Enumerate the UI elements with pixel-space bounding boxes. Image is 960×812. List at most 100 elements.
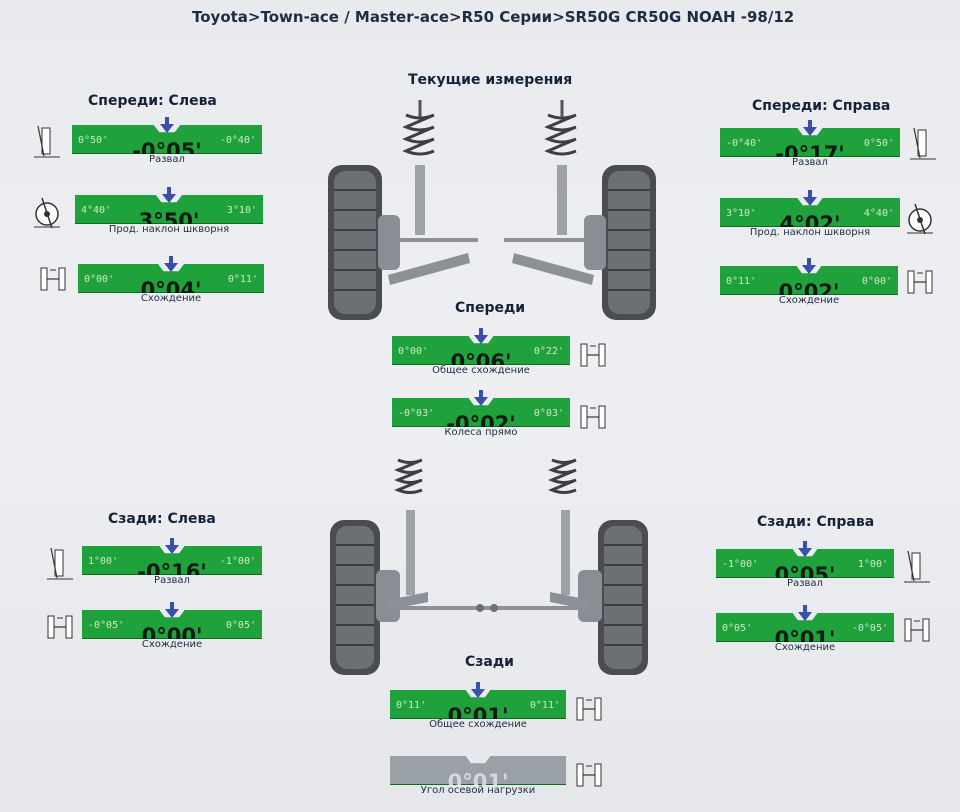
gauge-max: 0°11' [529, 700, 560, 711]
gauge-label: Прод. наклон шкворня [749, 227, 871, 238]
gauge-max: 0°11' [227, 274, 258, 285]
marker-arrow-icon [165, 538, 179, 554]
gauge-label: Развал [792, 157, 828, 168]
gauge-label: Развал [149, 154, 185, 165]
front-left-caster-gauge[interactable]: 4°40' 3°10' 3°50' Прод. наклон шкворня [75, 187, 263, 235]
rear-total-toe-gauge[interactable]: 0°11' 0°11' 0°01' Общее схождение [390, 682, 566, 730]
gauge-min: 0°00' [398, 346, 429, 357]
gauge-value: 0°00' [141, 624, 203, 648]
rear-left-camber-gauge[interactable]: 1°00' -1°00' -0°16' Развал [82, 538, 262, 586]
thrust-angle-gauge[interactable]: 0°01' Угол осевой нагрузки [390, 748, 566, 796]
toe-icon [578, 338, 608, 374]
gauge-label: Угол осевой нагрузки [420, 785, 536, 796]
front-right-camber-gauge[interactable]: -0°40' 0°50' -0°17' Развал [720, 120, 900, 168]
gauge-value: 0°01' [447, 704, 509, 728]
gauge-value: -0°17' [775, 142, 845, 166]
gauge-label: Общее схождение [432, 365, 530, 376]
gauge-value: 0°04' [140, 278, 202, 302]
rear-suspension-diagram [330, 458, 648, 675]
gauge-max: 0°05' [225, 620, 256, 631]
gauge-max: -0°05' [851, 623, 888, 634]
gauge-value: -0°16' [137, 560, 207, 584]
front-suspension-diagram [328, 100, 656, 320]
marker-arrow-icon [802, 258, 816, 274]
marker-arrow-icon [474, 328, 488, 344]
rear-right-toe-gauge[interactable]: 0°05' -0°05' 0°01' Схождение [716, 605, 894, 653]
front-right-title: Спереди: Справа [752, 98, 891, 114]
breadcrumb: Toyota>Town-ace / Master-ace>R50 Серии>S… [192, 8, 795, 26]
gauge-label: Развал [787, 578, 823, 589]
toe-icon [902, 613, 932, 649]
marker-arrow-icon [471, 682, 485, 698]
front-right-toe-gauge[interactable]: 0°11' 0°00' 0°02' Схождение [720, 258, 898, 306]
front-total-toe-gauge[interactable]: 0°00' 0°22' 0°06' Общее схождение [392, 328, 570, 376]
gauge-label: Развал [154, 575, 190, 586]
front-straight-gauge[interactable]: -0°03' 0°03' -0°02' Колеса прямо [392, 390, 570, 438]
camber-icon [902, 549, 932, 585]
front-right-caster-gauge[interactable]: 3°10' 4°40' 4°02' Прод. наклон шкворня [720, 190, 900, 238]
gauge-max: 0°00' [861, 276, 892, 287]
front-left-toe-gauge[interactable]: 0°00' 0°11' 0°04' Схождение [78, 256, 264, 304]
gauge-max: 0°50' [863, 138, 894, 149]
marker-arrow-icon [798, 541, 812, 557]
marker-arrow-icon [803, 190, 817, 206]
gauge-max: -0°40' [219, 135, 256, 146]
gauge-value: 3°50' [138, 209, 200, 233]
gauge-value: 0°01' [447, 770, 509, 794]
marker-arrow-icon [164, 256, 178, 272]
gauge-label: Колеса прямо [444, 427, 518, 438]
marker-arrow-icon [160, 117, 174, 133]
gauge-value: 0°06' [450, 350, 512, 374]
gauge-min: 0°05' [722, 623, 753, 634]
rear-title: Сзади [465, 654, 514, 670]
gauge-min: 0°11' [396, 700, 427, 711]
gauge-value: 0°01' [774, 627, 836, 651]
gauge-value: 0°05' [774, 563, 836, 587]
gauge-min: 3°10' [726, 208, 757, 219]
gauge-label: Схождение [141, 639, 203, 650]
front-left-title: Спереди: Слева [88, 93, 217, 109]
rear-right-title: Сзади: Справа [757, 514, 875, 530]
gauge-label: Прод. наклон шкворня [108, 224, 230, 235]
gauge-value: 4°02' [779, 212, 841, 236]
gauge-label: Схождение [778, 295, 840, 306]
front-title: Спереди [455, 300, 526, 316]
gauge-max: 0°03' [533, 408, 564, 419]
gauge-min: -0°05' [88, 620, 125, 631]
gauge-min: 1°00' [88, 556, 119, 567]
gauge-value: -0°02' [446, 412, 516, 436]
gauge-min: 0°50' [78, 135, 109, 146]
gauge-max: -1°00' [219, 556, 256, 567]
marker-arrow-icon [162, 187, 176, 203]
gauge-label: Схождение [774, 642, 836, 653]
gauge-max: 4°40' [863, 208, 894, 219]
marker-arrow-icon [474, 390, 488, 406]
gauge-min: 0°00' [84, 274, 115, 285]
caster-icon [905, 200, 935, 236]
camber-icon [908, 126, 938, 162]
front-left-camber-gauge[interactable]: 0°50' -0°40' -0°05' Развал [72, 117, 262, 165]
marker-arrow-icon [165, 602, 179, 618]
gauge-label: Схождение [140, 293, 202, 304]
rear-right-camber-gauge[interactable]: -1°00' 1°00' 0°05' Развал [716, 541, 894, 589]
gauge-min: -1°00' [722, 559, 759, 570]
gauge-max: 3°10' [226, 205, 257, 216]
gauge-min: -0°03' [398, 408, 435, 419]
marker-arrow-icon [798, 605, 812, 621]
rear-left-title: Сзади: Слева [108, 511, 216, 527]
rear-left-toe-gauge[interactable]: -0°05' 0°05' 0°00' Схождение [82, 602, 262, 650]
toe-icon [574, 692, 604, 728]
gauge-label: Общее схождение [429, 719, 527, 730]
marker-arrow-icon [803, 120, 817, 136]
page-title: Текущие измерения [408, 72, 573, 88]
gauge-min: 4°40' [81, 205, 112, 216]
gauge-min: -0°40' [726, 138, 763, 149]
thrust-icon [574, 758, 604, 794]
gauge-max: 1°00' [857, 559, 888, 570]
gauge-max: 0°22' [533, 346, 564, 357]
toe-icon [578, 400, 608, 436]
gauge-value: -0°05' [132, 139, 202, 163]
toe-icon [905, 265, 935, 301]
gauge-value: 0°02' [778, 280, 840, 304]
gauge-min: 0°11' [726, 276, 757, 287]
